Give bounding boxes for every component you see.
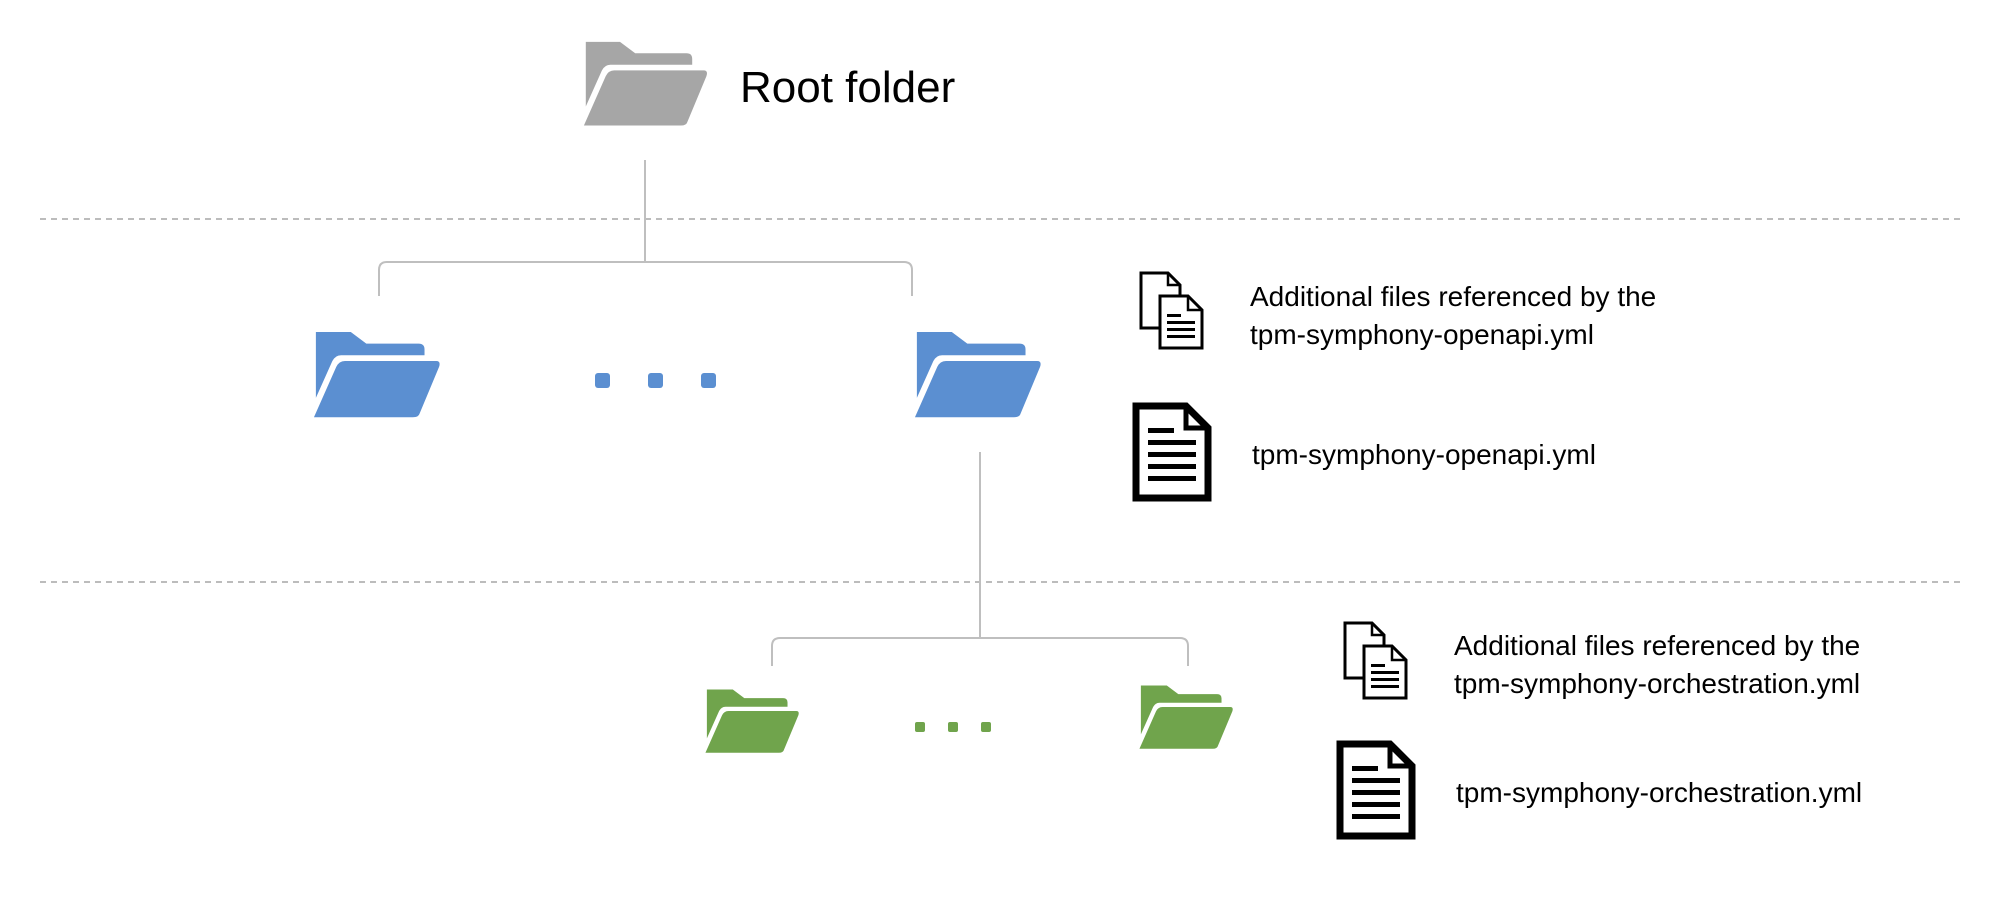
- level-1-spec-file-label: tpm-symphony-openapi.yml: [1252, 439, 1596, 470]
- document-icon: [1340, 744, 1412, 836]
- level-2-spec-file-label: tpm-symphony-orchestration.yml: [1456, 777, 1863, 808]
- documents-icon: [1343, 621, 1408, 700]
- level-2-additional-files-label-line-2: tpm-symphony-orchestration.yml: [1454, 668, 1861, 699]
- level-2-folder-first-icon[interactable]: [705, 689, 799, 753]
- connector-root-to-level-1: [378, 160, 913, 296]
- root-folder-icon[interactable]: [583, 41, 707, 126]
- level-1-folder-first-icon[interactable]: [313, 331, 440, 418]
- connector-level-1-to-level-2: [771, 452, 1189, 666]
- level-2-folder-last-icon[interactable]: [1139, 685, 1233, 749]
- level-1-folder-last-icon[interactable]: [914, 331, 1041, 418]
- level-1-additional-files-label-line-1: Additional files referenced by the: [1250, 281, 1657, 312]
- level-2-additional-files-label-line-1: Additional files referenced by the: [1454, 630, 1861, 661]
- level-2-ellipsis: [915, 722, 991, 732]
- level-1-ellipsis: [595, 373, 716, 388]
- documents-icon: [1139, 271, 1204, 350]
- level-1-additional-files-label-line-2: tpm-symphony-openapi.yml: [1250, 319, 1594, 350]
- document-icon: [1136, 406, 1208, 498]
- root-folder-label: Root folder: [740, 63, 956, 112]
